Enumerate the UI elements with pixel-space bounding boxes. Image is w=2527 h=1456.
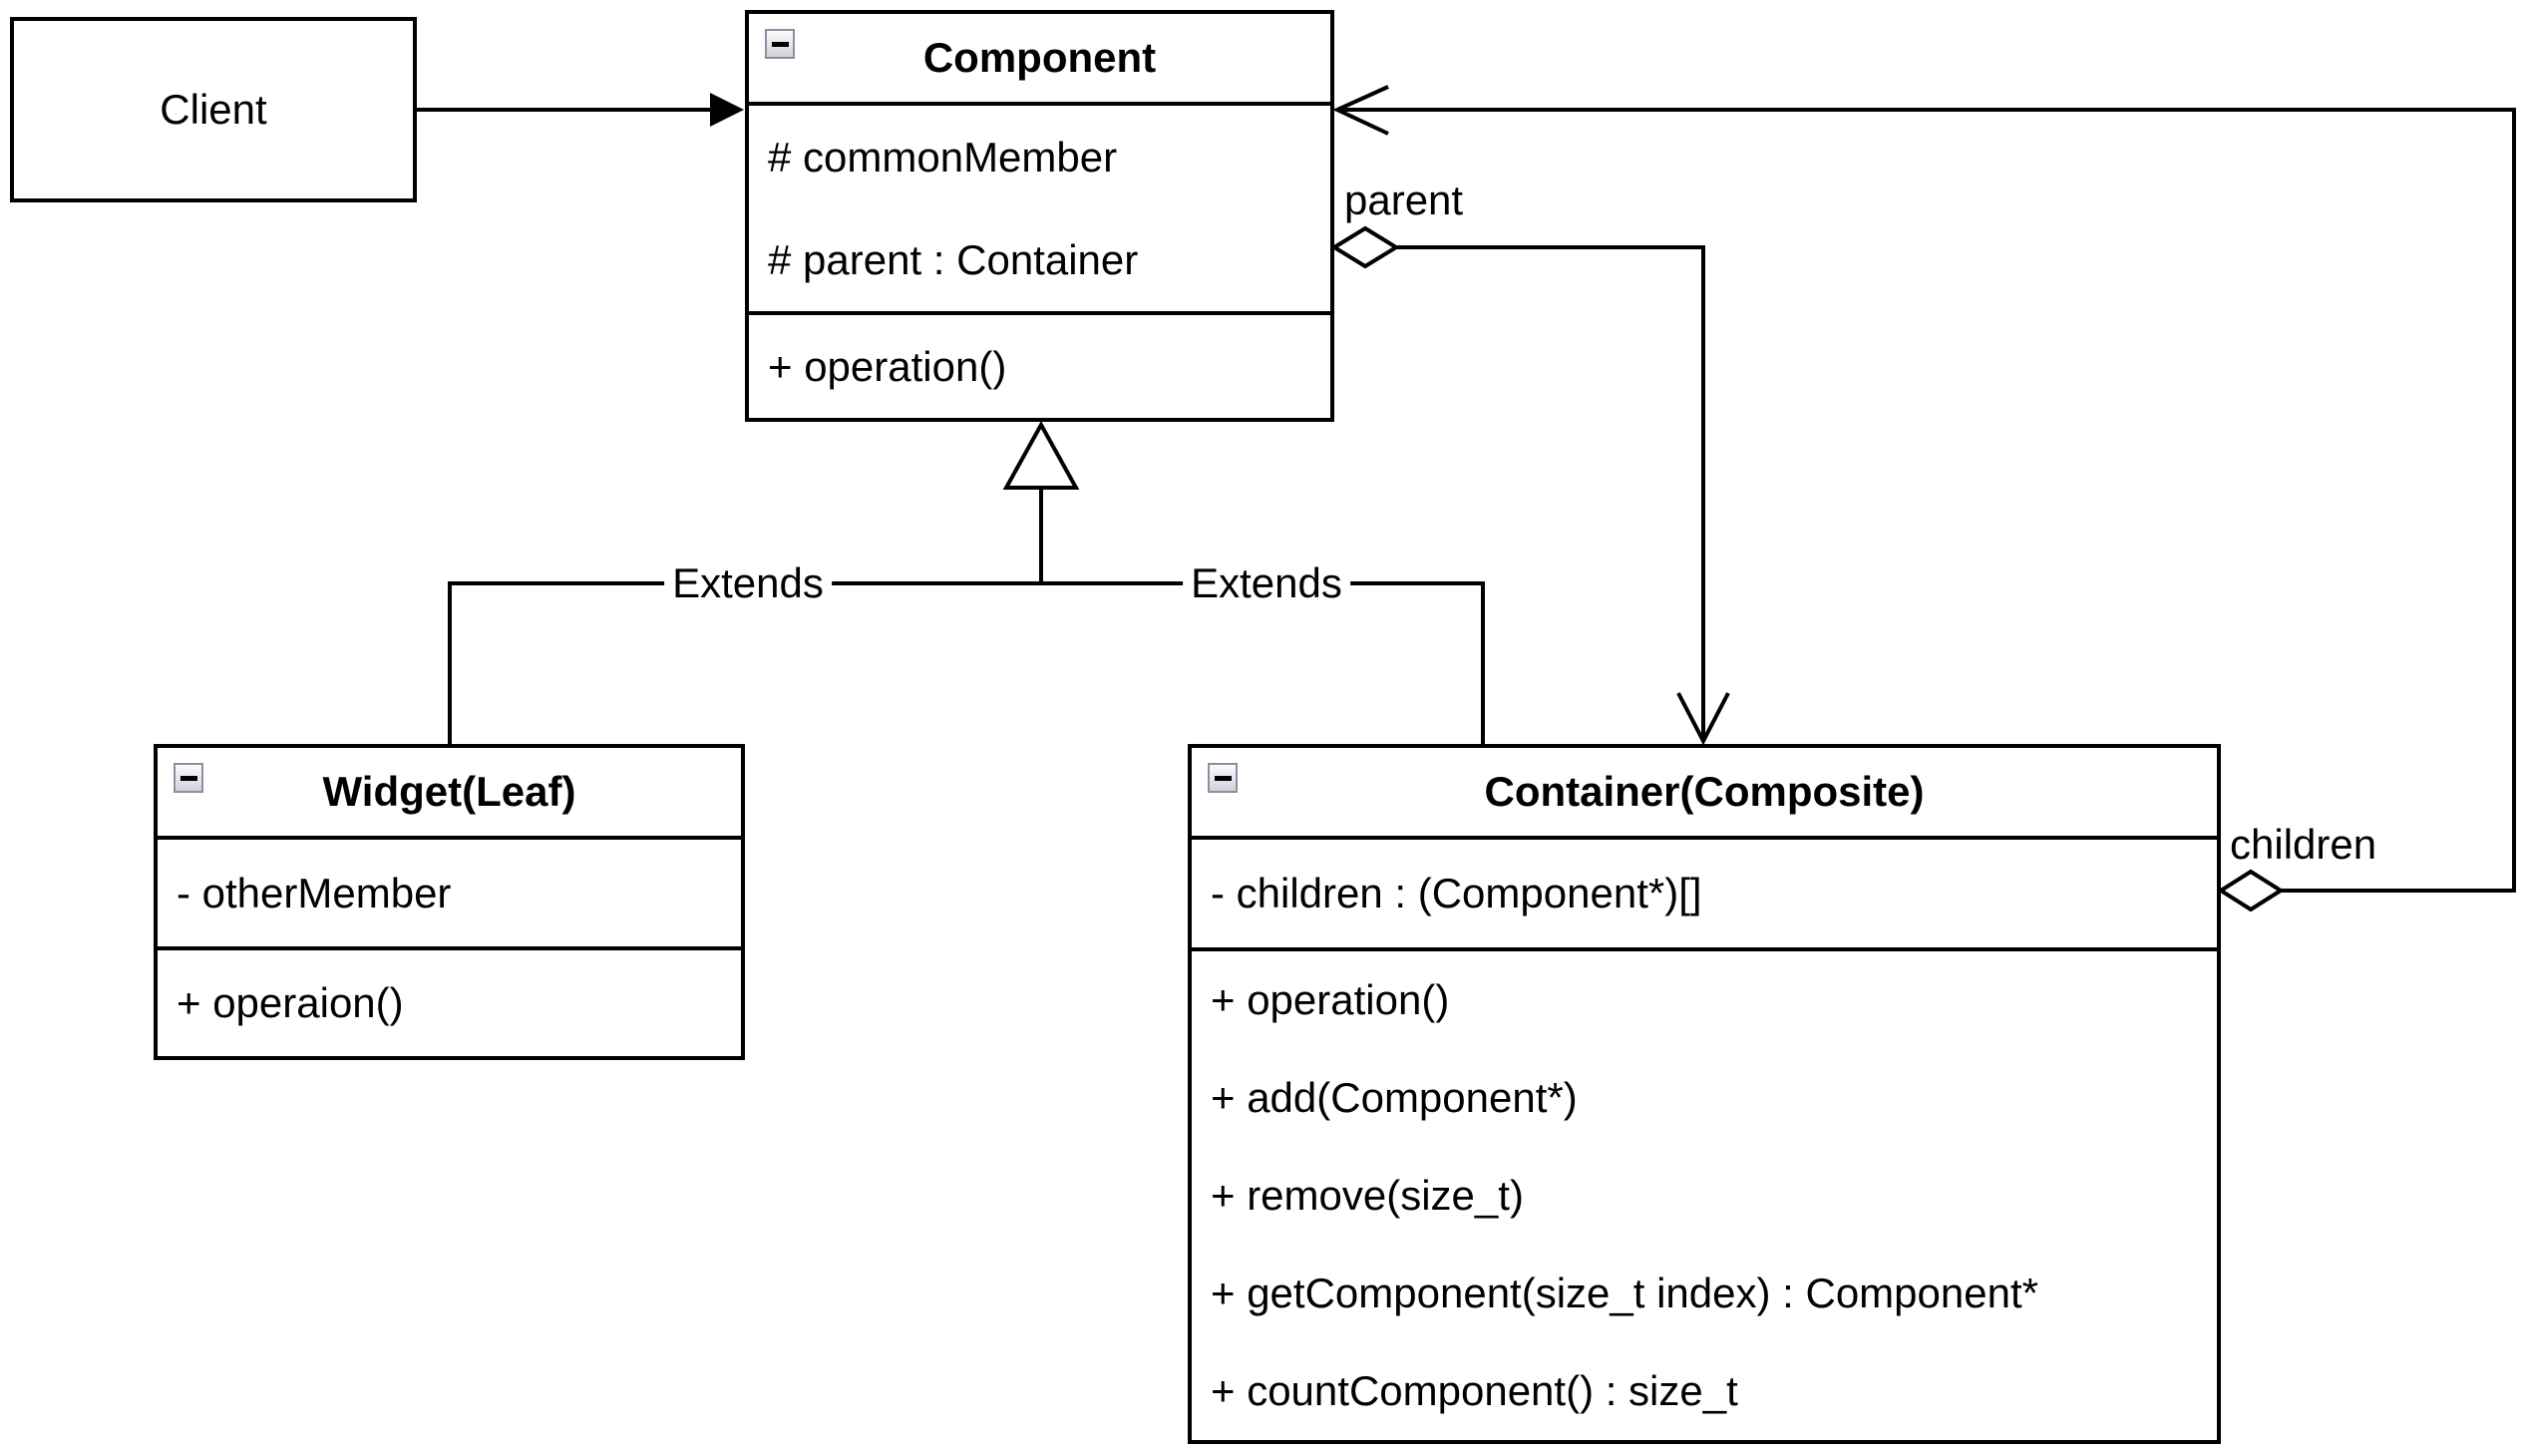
method-row: + getComponent(size_t index) : Component… bbox=[1211, 1270, 2038, 1316]
class-client-title: Client bbox=[160, 86, 267, 133]
children-role-label: children bbox=[2230, 821, 2377, 868]
hollow-triangle-arrowhead bbox=[1002, 420, 1080, 490]
open-arrowhead-left bbox=[1332, 85, 1389, 136]
aggregation-diamond-children bbox=[2217, 869, 2285, 912]
class-client[interactable]: Client bbox=[10, 17, 417, 202]
class-container-composite[interactable]: Container(Composite) - children : (Compo… bbox=[1188, 744, 2221, 1444]
open-arrowhead-down bbox=[1676, 692, 1730, 746]
filled-arrowhead bbox=[710, 93, 744, 127]
class-container-header: Container(Composite) bbox=[1192, 748, 2217, 836]
generalization-bus-line bbox=[448, 581, 1485, 744]
member-row: - children : (Component*)[] bbox=[1211, 870, 1702, 916]
extends-label-left: Extends bbox=[664, 562, 832, 604]
generalization-connector bbox=[448, 420, 1485, 744]
collapse-icon[interactable] bbox=[1208, 763, 1238, 793]
parent-aggregation-connector bbox=[1330, 225, 1730, 746]
minus-icon bbox=[180, 775, 197, 781]
member-row: # parent : Container bbox=[768, 235, 1139, 283]
method-row: + operation() bbox=[1211, 976, 1450, 1023]
class-component-header: Component bbox=[749, 14, 1330, 102]
minus-icon bbox=[771, 41, 789, 47]
collapse-icon[interactable] bbox=[174, 763, 203, 793]
method-row: + operation() bbox=[768, 342, 1007, 390]
class-widget-header: Widget(Leaf) bbox=[158, 748, 741, 836]
member-row: - otherMember bbox=[177, 869, 452, 916]
class-widget-leaf[interactable]: Widget(Leaf) - otherMember + operaion() bbox=[154, 744, 745, 1060]
component-members-section: # commonMember # parent : Container bbox=[749, 102, 1330, 311]
component-methods-section: + operation() bbox=[749, 311, 1330, 418]
aggregation-diamond-parent bbox=[1330, 225, 1400, 269]
widget-members-section: - otherMember bbox=[158, 836, 741, 946]
method-row: + operaion() bbox=[177, 979, 404, 1026]
class-container-title: Container(Composite) bbox=[1484, 768, 1925, 815]
parent-aggregation-line bbox=[1396, 245, 1705, 740]
container-members-section: - children : (Component*)[] bbox=[1192, 836, 2217, 947]
parent-role-label: parent bbox=[1344, 177, 1464, 223]
extends-label-right: Extends bbox=[1183, 562, 1350, 604]
class-widget-title: Widget(Leaf) bbox=[322, 768, 576, 815]
association-client-component bbox=[417, 93, 744, 127]
children-aggregation-line bbox=[1339, 108, 2516, 893]
method-row: + countComponent() : size_t bbox=[1211, 1367, 1738, 1414]
member-row: # commonMember bbox=[768, 133, 1118, 181]
children-aggregation-connector bbox=[1332, 85, 2516, 912]
method-row: + add(Component*) bbox=[1211, 1074, 1578, 1121]
collapse-icon[interactable] bbox=[765, 29, 795, 59]
widget-methods-section: + operaion() bbox=[158, 946, 741, 1056]
method-row: + remove(size_t) bbox=[1211, 1172, 1524, 1219]
class-component-title: Component bbox=[922, 34, 1157, 81]
minus-icon bbox=[1214, 775, 1232, 781]
class-component[interactable]: Component # commonMember # parent : Cont… bbox=[745, 10, 1334, 422]
container-methods-section: + operation() + add(Component*) + remove… bbox=[1192, 947, 2217, 1440]
